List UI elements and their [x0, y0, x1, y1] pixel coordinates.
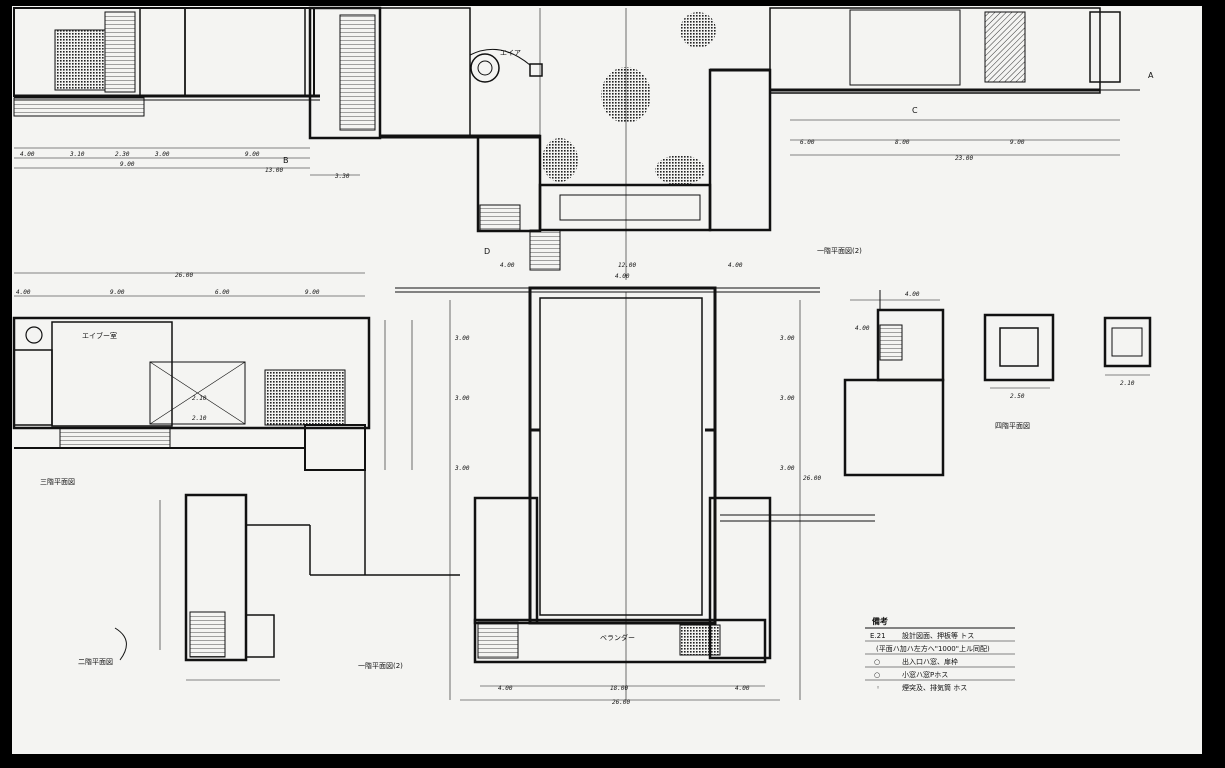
- dim-text: 3.00: [454, 465, 470, 472]
- dim-text: 4.00: [728, 262, 743, 269]
- legend-symbol: ○: [874, 671, 880, 679]
- dim-text: 9.00: [305, 289, 320, 296]
- dim-text: 6.00: [800, 139, 815, 146]
- legend-symbol: E.21: [870, 632, 886, 640]
- dim-text: 8.00: [895, 139, 910, 146]
- dim-text: 3.00: [154, 151, 170, 158]
- left-plan-text: エイブー室 三階平面図 26.00 4.00 9.00 6.00 9.00 2.…: [16, 272, 320, 486]
- central-plan-text: 4.00 3.00 3.00 3.00 3.00 3.00 3.00 26.00…: [358, 273, 821, 706]
- central-plan: [395, 286, 875, 701]
- dim-text: 9.00: [110, 289, 125, 296]
- room-label: エイブー室: [82, 331, 117, 340]
- dim-text: 6.00: [215, 289, 230, 296]
- dim-text: 2.10: [1120, 380, 1135, 387]
- section-mark-b: B: [283, 156, 289, 165]
- dim-text: 12.00: [618, 262, 636, 269]
- dim-text: 4.00: [16, 289, 31, 296]
- dim-text: 9.00: [1010, 139, 1025, 146]
- dim-text: 3.00: [454, 335, 470, 342]
- dim-text: 4.00: [735, 685, 750, 692]
- section-mark-d: D: [484, 247, 490, 256]
- right-plans-text: 一階平面図(2) 四階平面図 4.00 4.00 2.50 2.10: [817, 246, 1135, 430]
- ev-label: エイア: [500, 49, 521, 57]
- right-plans: [843, 290, 1152, 477]
- legend-symbol: ○: [874, 658, 880, 666]
- legend-text: 出入口ハ窓、扉枠: [902, 657, 958, 666]
- section-mark-a: A: [1148, 71, 1154, 80]
- dim-text: 18.00: [610, 685, 628, 692]
- dim-text: 4.00: [615, 273, 630, 280]
- dim-text: 3.10: [69, 151, 85, 158]
- dim-text: 2.10: [192, 415, 207, 422]
- dim-text: 3.00: [779, 465, 795, 472]
- dim-text: 3.00: [779, 395, 795, 402]
- dim-text: 2.10: [192, 395, 207, 402]
- legend-text: 設計図面、押板等 トス: [902, 631, 974, 640]
- legend-row: E.21 設計図面、押板等 トス: [870, 631, 974, 640]
- upper-plan-dims: 4.00 3.10 2.30 3.00 9.00 9.00 13.00 3.30…: [20, 49, 1154, 269]
- legend-row: ○ 小窓ハ窓Pホス: [874, 670, 948, 679]
- legend-text: (平面ハ加ハ左方へ"1000"上ル同配): [876, 644, 990, 653]
- dim-text: 4.00: [498, 685, 513, 692]
- corridor-label: ベランダー: [600, 633, 635, 642]
- left-plan: [12, 272, 413, 471]
- dim-text: 13.00: [265, 167, 283, 174]
- central-plan-title: 一階平面図(2): [358, 661, 403, 670]
- legend-symbol: ◦: [876, 684, 880, 692]
- legend-row: ◦ 煙突及、排気筒 ホス: [876, 683, 967, 692]
- dim-text: 4.00: [20, 151, 35, 158]
- dim-text: 26.00: [803, 475, 821, 482]
- legend-row: ○ 出入口ハ窓、扉枠: [874, 657, 958, 666]
- dim-text: 26.00: [175, 272, 193, 279]
- left-plan-title: 三階平面図: [40, 477, 75, 486]
- upper-plan: [13, 6, 1140, 280]
- dim-text: 4.00: [905, 291, 920, 298]
- dim-text: 3.00: [454, 395, 470, 402]
- legend-text: 煙突及、排気筒 ホス: [902, 683, 967, 692]
- legend-text: 小窓ハ窓Pホス: [902, 670, 948, 679]
- dim-text: 4.00: [855, 325, 870, 332]
- dim-text: 3.30: [334, 173, 350, 180]
- dim-text: 9.00: [245, 151, 260, 158]
- section-mark-c: C: [912, 106, 918, 115]
- dim-text: 2.30: [115, 151, 130, 158]
- legend: 備考 E.21 設計図面、押板等 トス (平面ハ加ハ左方へ"1000"上ル同配)…: [865, 616, 1015, 692]
- legend-row: (平面ハ加ハ左方へ"1000"上ル同配): [876, 644, 990, 653]
- dim-text: 23.00: [955, 155, 973, 162]
- dim-text: 4.00: [500, 262, 515, 269]
- legend-title: 備考: [872, 616, 888, 626]
- dim-text: 2.50: [1010, 393, 1025, 400]
- right-plan-title-2: 四階平面図: [995, 421, 1030, 430]
- small-left-plan-title: 二階平面図: [78, 657, 113, 666]
- right-plan-title-1: 一階平面図(2): [817, 246, 862, 255]
- dim-text: 9.00: [120, 161, 135, 168]
- dim-text: 3.00: [779, 335, 795, 342]
- small-left-plan: [114, 470, 460, 681]
- dim-text: 26.00: [612, 699, 630, 706]
